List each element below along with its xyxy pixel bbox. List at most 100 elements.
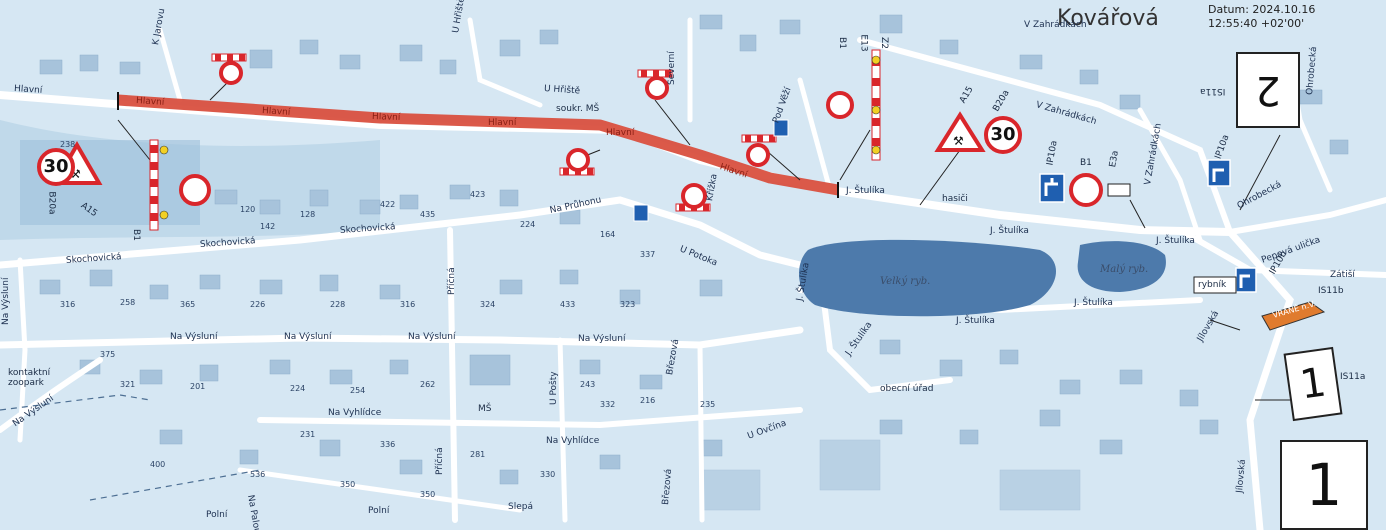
street-severni: Severní bbox=[667, 51, 677, 85]
sign-code-b1-left: B1 bbox=[130, 229, 141, 241]
datum-line-1: Datum: 2024.10.16 bbox=[1208, 3, 1316, 16]
place-hasici: hasiči bbox=[942, 194, 968, 204]
building-number: 226 bbox=[250, 300, 266, 309]
building-number: 536 bbox=[250, 470, 266, 479]
building-number: 281 bbox=[470, 450, 486, 459]
sign-code-is11a-top: IS11a bbox=[1200, 86, 1226, 96]
no-entry-signs bbox=[179, 61, 1103, 209]
street-j-stulika-1: J. Štulíka bbox=[846, 186, 885, 196]
street-j-stulika-4: J. Štulíka bbox=[1074, 298, 1113, 308]
pond-velky bbox=[798, 239, 1057, 317]
section-one-tag: 1 bbox=[1283, 346, 1343, 422]
street-j-stulika-3: J. Štulíka bbox=[1156, 236, 1195, 246]
building-number: 243 bbox=[580, 380, 596, 389]
roads bbox=[0, 17, 1386, 530]
building-number: 323 bbox=[620, 300, 636, 309]
building-number: 332 bbox=[600, 400, 616, 409]
pond-maly bbox=[1077, 241, 1166, 292]
building-number: 142 bbox=[260, 222, 276, 231]
section-one-box: 1 bbox=[1280, 440, 1368, 530]
building-number: 316 bbox=[400, 300, 416, 309]
sign-code-b20a-left: B20a bbox=[46, 191, 57, 215]
speed-limit-sign-right: 30 bbox=[984, 116, 1022, 154]
building-number: 128 bbox=[300, 210, 316, 219]
building-number: 238 bbox=[60, 140, 76, 149]
street-polni-1: Polní bbox=[206, 510, 228, 520]
sign-code-b1-mid: B1 bbox=[836, 37, 847, 49]
sign-code-b1-right: B1 bbox=[1080, 158, 1092, 168]
building-number: 433 bbox=[560, 300, 576, 309]
street-v-zahradkach-1: V Zahrádkách bbox=[1024, 20, 1087, 30]
building-number: 435 bbox=[420, 210, 436, 219]
street-na-vysluni-3: Na Výsluní bbox=[408, 332, 456, 342]
building-number: 400 bbox=[150, 460, 166, 469]
street-hlavni-2: Hlavní bbox=[135, 96, 165, 108]
street-na-vysluni-vertical: Na Výsluní bbox=[1, 277, 11, 325]
section-two-tag: 2 bbox=[1236, 52, 1300, 128]
village-name: Kovářová bbox=[1057, 6, 1159, 31]
building-number: 201 bbox=[190, 382, 206, 391]
place-rybnik-sign: rybník bbox=[1198, 280, 1227, 290]
street-pricna-2: Příčná bbox=[435, 447, 445, 475]
building-number: 324 bbox=[480, 300, 496, 309]
street-hlavni-3: Hlavní bbox=[261, 106, 291, 118]
building-number: 350 bbox=[420, 490, 436, 499]
sign-code-e13: E13 bbox=[858, 34, 869, 52]
place-velky-rybnik: Velký ryb. bbox=[880, 276, 931, 287]
building-number: 262 bbox=[420, 380, 436, 389]
building-number: 258 bbox=[120, 298, 136, 307]
sign-code-is11a-bottom: IS11a bbox=[1340, 372, 1366, 382]
building-number: 350 bbox=[340, 480, 356, 489]
place-obecni-urad: obecní úřad bbox=[880, 384, 934, 394]
building-number: 216 bbox=[640, 396, 656, 405]
street-na-vysluni-1: Na Výsluní bbox=[170, 332, 218, 342]
building-number: 224 bbox=[520, 220, 536, 229]
building-number: 330 bbox=[540, 470, 556, 479]
building-number: 337 bbox=[640, 250, 656, 259]
svg-text:⚒: ⚒ bbox=[70, 167, 81, 181]
building-number: 164 bbox=[600, 230, 616, 239]
street-u-posty: U Pošty bbox=[549, 371, 559, 405]
street-na-vysluni-4: Na Výsluní bbox=[578, 334, 626, 344]
street-hlavni-6: Hlavní bbox=[606, 128, 635, 138]
place-soukr-ms: soukr. MŠ bbox=[556, 104, 600, 114]
dead-end-signs bbox=[633, 119, 1257, 293]
buildings bbox=[39, 14, 1349, 511]
street-na-vyhlidce-2: Na Vyhlídce bbox=[546, 436, 600, 446]
building-number: 321 bbox=[120, 380, 136, 389]
building-number: 316 bbox=[60, 300, 76, 309]
building-number: 423 bbox=[470, 190, 486, 199]
street-zatisi: Zátiší bbox=[1330, 270, 1355, 280]
street-pricna-1: Příčná bbox=[447, 267, 457, 295]
street-hlavni-4: Hlavní bbox=[371, 112, 401, 123]
sign-code-z2: Z2 bbox=[878, 37, 889, 49]
building-number: 365 bbox=[180, 300, 196, 309]
place-kontaktni-zoopark: kontaktní zoopark bbox=[8, 368, 51, 388]
closure-route bbox=[117, 94, 839, 196]
sign-code-is11b: IS11b bbox=[1318, 286, 1344, 296]
street-slepa: Slepá bbox=[508, 502, 533, 512]
street-na-vysluni-2: Na Výsluní bbox=[284, 332, 332, 342]
signature-date: Datum: 2024.10.16 12:55:40 +02'00' bbox=[1208, 3, 1315, 31]
street-hlavni-5: Hlavní bbox=[488, 118, 517, 128]
building-number: 235 bbox=[700, 400, 716, 409]
building-number: 231 bbox=[300, 430, 316, 439]
building-number: 120 bbox=[240, 205, 256, 214]
datum-line-2: 12:55:40 +02'00' bbox=[1208, 17, 1305, 30]
street-j-stulika-2: J. Štulíka bbox=[990, 226, 1029, 236]
building-number: 422 bbox=[380, 200, 396, 209]
building-number: 224 bbox=[290, 384, 306, 393]
svg-text:⚒: ⚒ bbox=[953, 134, 964, 148]
street-na-vyhlidce-1: Na Vyhlídce bbox=[328, 408, 382, 418]
building-number: 336 bbox=[380, 440, 396, 449]
building-number: 228 bbox=[330, 300, 346, 309]
street-polni-2: Polní bbox=[368, 506, 390, 516]
speed-limit-sign-left: 30 bbox=[37, 148, 75, 186]
place-ms: MŠ bbox=[478, 404, 492, 414]
street-j-stulika-5: J. Štulíka bbox=[956, 316, 995, 326]
place-maly-rybnik: Malý ryb. bbox=[1100, 264, 1149, 275]
building-number: 375 bbox=[100, 350, 116, 359]
street-hlavni-1: Hlavní bbox=[13, 84, 43, 96]
